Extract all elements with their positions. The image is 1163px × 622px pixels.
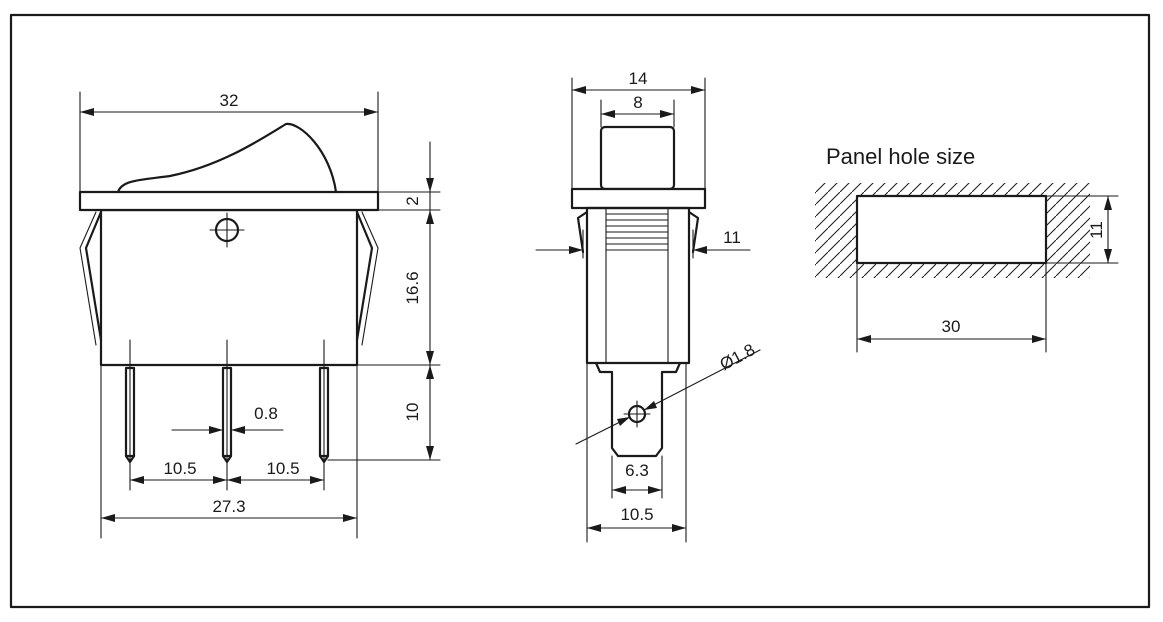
front-view: 32 2 16.6 10 0.8 — [78, 91, 441, 539]
panel-hole-title: Panel hole size — [826, 144, 975, 169]
dim-hole-height: 11 — [1045, 195, 1119, 264]
panel-hatch — [815, 183, 1090, 278]
side-view: 14 8 11 Ø1.8 — [535, 69, 761, 543]
dim-label: 32 — [220, 91, 239, 110]
panel-cutout — [855, 194, 1048, 265]
dim-label: 16.6 — [403, 271, 422, 304]
dim-label: 6.3 — [625, 461, 649, 480]
dim-label: 27.3 — [212, 497, 245, 516]
left-clip — [84, 210, 103, 342]
dim-label: 11 — [723, 228, 741, 247]
dim-body-width: 27.3 — [100, 364, 358, 539]
side-body — [585, 206, 691, 365]
dim-label: 11 — [1087, 221, 1106, 239]
dim-pin-thickness: 0.8 — [171, 404, 284, 434]
dim-vertical-stack: 2 16.6 10 — [327, 141, 441, 461]
dim-label: 30 — [942, 317, 961, 336]
rocker — [116, 122, 338, 194]
dim-clip-width: 11 — [535, 228, 751, 259]
dim-label: 14 — [629, 69, 648, 88]
dim-flange-width: 14 — [571, 69, 706, 190]
dim-label: 2 — [403, 196, 422, 205]
panel-hole-view: Panel hole size 30 11 — [815, 144, 1119, 353]
ribs — [605, 213, 669, 251]
dim-label: 10.5 — [266, 459, 299, 478]
drawing-frame — [9, 13, 1151, 609]
dim-pin-pitch: 10.5 10.5 — [129, 459, 325, 484]
terminal — [594, 361, 682, 458]
dim-side-body-width: 10.5 — [586, 362, 687, 543]
dim-label: 10.5 — [620, 505, 653, 524]
dim-overall-width: 32 — [79, 91, 379, 193]
switch-body — [99, 208, 359, 367]
pins — [103, 339, 355, 491]
dim-label: 0.8 — [254, 404, 278, 423]
side-flange — [570, 187, 707, 210]
dim-rocker-width: 8 — [600, 93, 675, 128]
dim-label: 8 — [633, 93, 642, 112]
dim-label: 10.5 — [163, 459, 196, 478]
right-clip — [355, 210, 374, 342]
dim-label: Ø1.8 — [717, 340, 758, 374]
rocker-side — [599, 125, 676, 191]
dim-hole-width: 30 — [856, 262, 1047, 353]
dim-label: 10 — [403, 403, 422, 422]
dim-terminal-width: 6.3 — [611, 455, 663, 499]
top-flange — [78, 190, 380, 212]
